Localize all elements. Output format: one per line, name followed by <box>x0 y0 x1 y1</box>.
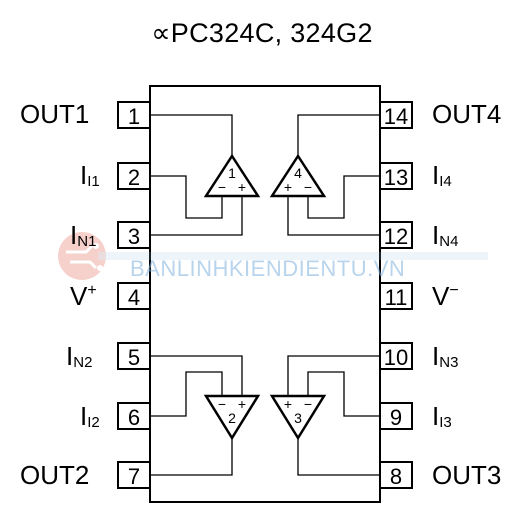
pin-label-1: OUT1 <box>20 99 90 129</box>
pin-label-6: II2 <box>80 401 100 431</box>
pin-label-12: IN4 <box>432 220 459 250</box>
pin-box-4 <box>117 282 151 310</box>
pin-number-3: 3 <box>128 224 140 249</box>
pin-box-7 <box>117 461 151 489</box>
wire-out3 <box>297 436 380 476</box>
pin-label-13: II4 <box>432 160 452 190</box>
wire-ii3 <box>307 371 380 417</box>
pin-number-4: 4 <box>128 285 140 310</box>
pin-box-2 <box>117 162 151 190</box>
pin-box-11 <box>379 282 413 310</box>
pin-number-13: 13 <box>384 165 408 190</box>
watermark-logo <box>58 232 488 280</box>
op-amp-4-plus: + <box>284 179 292 195</box>
pin-number-12: 12 <box>384 224 408 249</box>
op-amps <box>203 153 327 441</box>
pin-label-7: OUT2 <box>20 460 90 490</box>
wire-ii2 <box>150 371 223 417</box>
op-amp-3 <box>269 394 327 441</box>
pin-label-2: II1 <box>80 160 100 190</box>
watermark-text: BANLINHKIENDIENTU.VN <box>130 256 406 281</box>
op-amp-4 <box>269 153 327 198</box>
pin-label-4: V+ <box>70 281 97 311</box>
op-amp-1 <box>203 153 261 198</box>
pin-label-11: V− <box>432 281 459 311</box>
op-amp-2-number: 2 <box>228 410 236 426</box>
pin-label-8: OUT3 <box>432 460 502 490</box>
pin-box-12 <box>379 221 413 249</box>
op-amp-3-minus: − <box>304 396 312 412</box>
pin-number-2: 2 <box>128 165 140 190</box>
op-amp-2-minus: − <box>218 396 226 412</box>
op-amp-3-number: 3 <box>294 410 302 426</box>
wire-in1 <box>150 196 243 236</box>
diagram-title: ∝PC324C, 324G2 <box>151 18 373 48</box>
wire-ii4 <box>307 175 380 219</box>
pin-label-3: IN1 <box>70 220 97 250</box>
pin-label-10: IN3 <box>432 341 459 371</box>
wiring <box>150 114 380 476</box>
pin-label-9: II3 <box>432 401 452 431</box>
pin-number-9: 9 <box>390 405 402 430</box>
pin-number-7: 7 <box>128 464 140 489</box>
wire-in2 <box>150 355 243 396</box>
pin-number-10: 10 <box>384 345 408 370</box>
wire-in3 <box>287 355 380 396</box>
wire-out1 <box>150 114 233 158</box>
op-amp-1-minus: − <box>218 179 226 195</box>
wire-ii1 <box>150 175 223 219</box>
pin-box-9 <box>379 402 413 430</box>
pin-box-10 <box>379 342 413 370</box>
op-amp-2 <box>203 394 261 441</box>
left-pin-boxes <box>117 101 151 489</box>
pin-number-11: 11 <box>385 285 408 310</box>
op-amp-3-plus: + <box>284 396 292 412</box>
wire-out2 <box>150 436 233 476</box>
op-amp-4-number: 4 <box>294 165 302 181</box>
op-amp-4-minus: − <box>304 179 312 195</box>
pin-number-14: 14 <box>384 104 408 129</box>
op-amp-2-plus: + <box>238 396 246 412</box>
wire-out4 <box>297 114 380 158</box>
pin-label-14: OUT4 <box>432 99 502 129</box>
pin-box-1 <box>117 101 151 129</box>
pin-label-5: IN2 <box>66 341 93 371</box>
pin-number-6: 6 <box>128 405 140 430</box>
ic-package-body <box>149 85 381 503</box>
pin-number-8: 8 <box>390 464 402 489</box>
wire-in4 <box>287 196 380 236</box>
pin-number-5: 5 <box>128 345 140 370</box>
op-amp-1-number: 1 <box>228 165 236 181</box>
pin-number-1: 1 <box>128 104 140 129</box>
op-amp-1-plus: + <box>238 179 246 195</box>
